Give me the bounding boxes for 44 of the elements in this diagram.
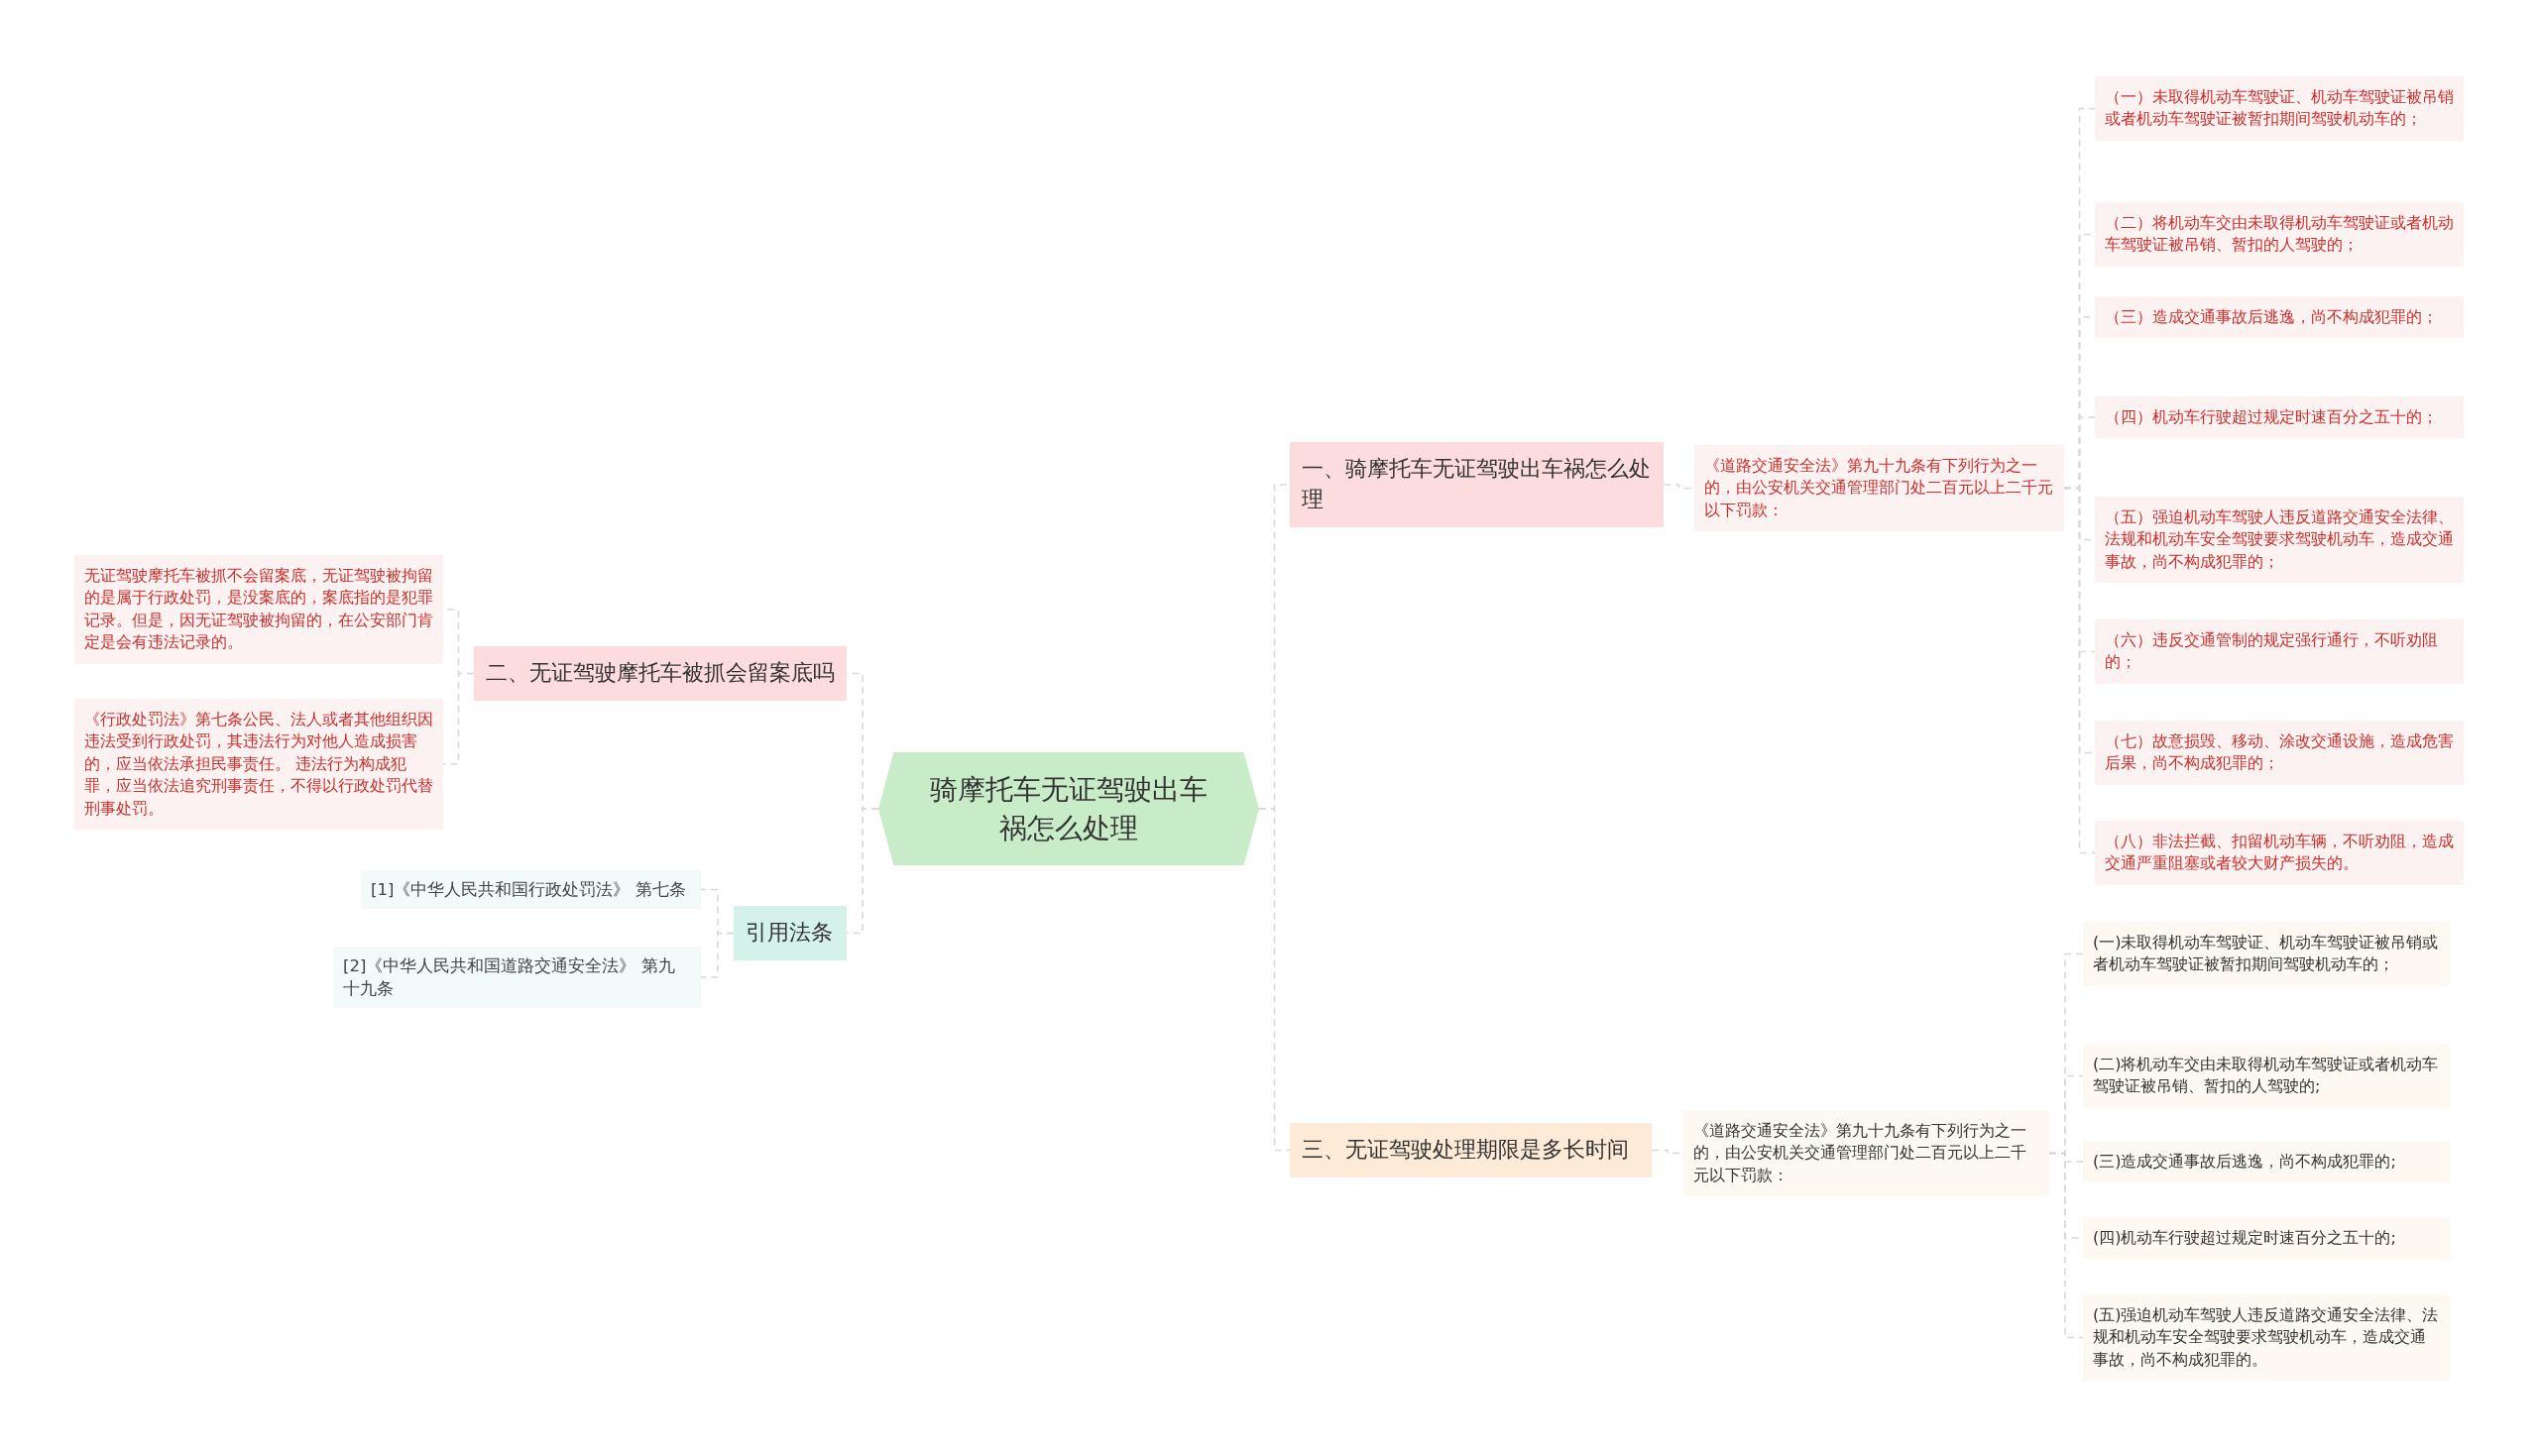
topic-box [1290,442,1664,527]
topic-text: （四）机动车行驶超过规定时速百分之五十的； [2105,406,2438,428]
topic-text: （三）造成交通事故后逃逸，尚不构成犯罪的； [2105,306,2438,328]
topic-text: [1]《中华人民共和国行政处罚法》 第七条 [371,879,686,901]
topic-text: (四)机动车行驶超过规定时速百分之五十的; [2093,1227,2396,1249]
topic-box [333,947,701,1009]
connector-line [700,932,735,978]
topic-text: (二)将机动车交由未取得机动车驾驶证或者机动车驾驶证被吊销、暂扣的人驾驶的; [2093,1054,2440,1098]
topic-text: （七）故意损毁、移动、涂改交通设施，造成危害后果，尚不构成犯罪的； [2105,730,2454,775]
topic-text: 二、无证驾驶摩托车被抓会留案底吗 [486,659,835,687]
topic-box [2083,1044,2450,1108]
topic-box [74,699,443,830]
topic-text: 引用法条 [746,919,833,947]
connector-line [1258,808,1291,1152]
topic-text: （六）违反交通管制的规定强行通行，不听劝阻的； [2105,629,2439,674]
topic-box [2095,396,2464,439]
topic-box [2083,1294,2450,1382]
topic-box [474,646,847,701]
topic-text: (五)强迫机动车驾驶人违反道路交通安全法律、法规和机动车安全驾驶要求驾驶机动车，造成交通事故，尚不构成犯罪的。 [2093,1304,2440,1371]
topic-text: 无证驾驶摩托车被抓不会留案底，无证驾驶被拘留的是属于行政处罚，是没案底的，案底指的是犯罪记录。但是，因无证驾驶被拘留的，在公安部门肯定是会有违法记录的。 [84,565,433,654]
topic-box [2083,1141,2450,1183]
topic-text: （五）强迫机动车驾驶人违反道路交通安全法律、法规和机动车安全驾驶要求驾驶机动车，造成交通事故，尚不构成犯罪的； [2105,506,2454,573]
topic-box [361,870,701,910]
topic-box [2095,821,2464,885]
topic-text: 《行政处罚法》第七条公民、法人或者其他组织因违法受到行政处罚，其违法行为对他人造成损害的，应当依法承担民事责任。 违法行为构成犯罪，应当依法追究刑事责任，不得以行政处罚代替刑事处罚。 [84,709,433,820]
topic-text: 《道路交通安全法》第九十九条有下列行为之一的，由公安机关交通管理部门处二百元以上二千元以下罚款： [1704,455,2054,521]
topic-text: 《道路交通安全法》第九十九条有下列行为之一的，由公安机关交通管理部门处二百元以上二千元以下罚款： [1693,1120,2027,1186]
topic-text: [2]《中华人民共和国道路交通安全法》 第九十九条 [343,955,676,1001]
topic-text: 一、骑摩托车无证驾驶出车祸怎么处理 [1302,455,1652,513]
topic-text: 骑摩托车无证驾驶出车祸怎么处理 [929,771,1209,846]
topic-text: 三、无证驾驶处理期限是多长时间 [1302,1136,1629,1164]
topic-text: （一）未取得机动车驾驶证、机动车驾驶证被吊销或者机动车驾驶证被暂扣期间驾驶机动车的； [2105,86,2454,131]
topic-text: (一)未取得机动车驾驶证、机动车驾驶证被吊销或者机动车驾驶证被暂扣期间驾驶机动车的； [2093,932,2440,976]
topic-box [734,906,847,960]
topic-box [2095,76,2464,141]
topic-text: (三)造成交通事故后逃逸，尚不构成犯罪的; [2093,1151,2396,1173]
topic-box [1694,445,2064,532]
topic-box [1683,1110,2049,1197]
topic-box [2095,619,2464,684]
topic-text: （二）将机动车交由未取得机动车驾驶证或者机动车驾驶证被吊销、暂扣的人驾驶的； [2105,212,2454,257]
topic-text: （八）非法拦截、扣留机动车辆，不听劝阻，造成交通严重阻塞或者较大财产损失的。 [2105,831,2454,875]
topic-box [2083,922,2450,986]
topic-box [1290,1123,1652,1177]
connector-line [442,672,475,765]
